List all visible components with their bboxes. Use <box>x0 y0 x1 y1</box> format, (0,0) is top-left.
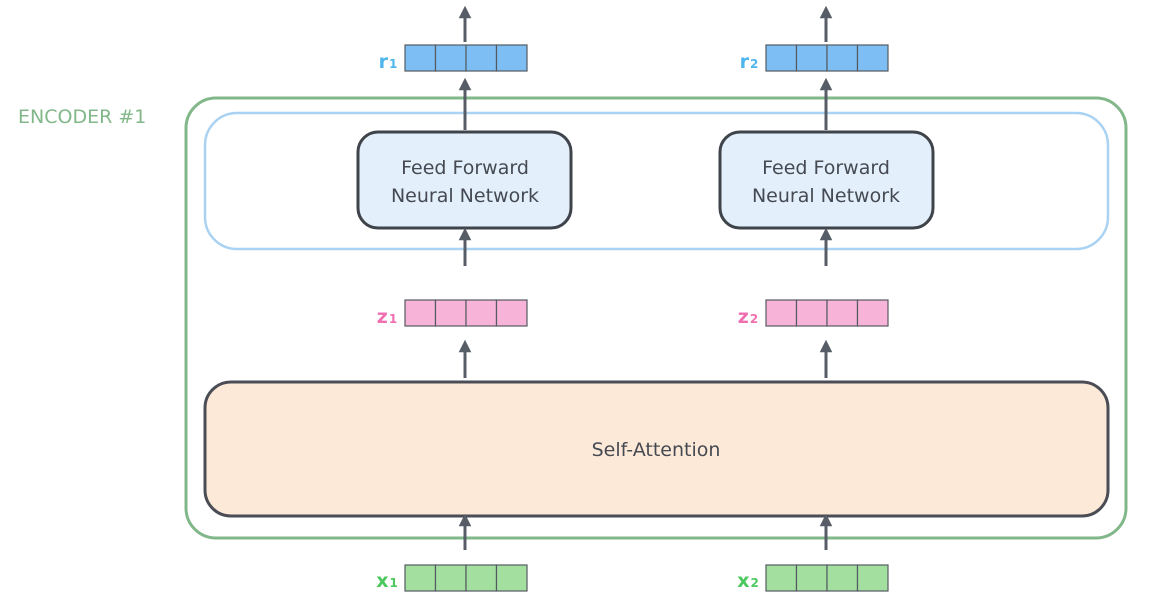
self-attention-label: Self-Attention <box>592 439 721 461</box>
z1-cell-3 <box>465 299 498 327</box>
x2-cell-1 <box>765 564 798 592</box>
ffn-block-1: Feed Forward Neural Network <box>356 130 573 230</box>
ffn-container <box>203 111 1110 251</box>
r1-cell-2 <box>434 44 467 72</box>
r2-label: r2 <box>740 51 759 73</box>
z2-label: z2 <box>738 306 758 328</box>
r2-cell-1 <box>765 44 798 72</box>
vector-r2: r2 <box>740 44 889 73</box>
r1-cell-1 <box>404 44 437 72</box>
x2-cell-2 <box>795 564 828 592</box>
x1-cell-3 <box>465 564 498 592</box>
r2-cell-4 <box>856 44 889 72</box>
x1-cell-4 <box>495 564 528 592</box>
encoder-box <box>184 96 1128 540</box>
x2-label: x2 <box>737 570 759 592</box>
ffn-2-line1: Feed Forward <box>762 157 890 179</box>
r1-label-letter: r <box>379 51 389 73</box>
z1-label-subscript: 1 <box>389 312 397 326</box>
r1-label-subscript: 1 <box>389 57 397 71</box>
ffn-1-line1: Feed Forward <box>401 157 529 179</box>
r2-label-subscript: 2 <box>750 57 758 71</box>
self-attention-box <box>203 380 1110 518</box>
z2-cell-1 <box>765 299 798 327</box>
x2-cell-3 <box>826 564 859 592</box>
x2-label-letter: x <box>737 570 749 592</box>
ffn-box-1 <box>356 130 573 230</box>
ffn-block-2: Feed Forward Neural Network <box>718 130 935 230</box>
r2-label-letter: r <box>740 51 750 73</box>
z2-label-subscript: 2 <box>750 312 758 326</box>
x2-cell-4 <box>856 564 889 592</box>
vector-z2: z2 <box>738 299 889 328</box>
z2-cell-2 <box>795 299 828 327</box>
z1-label: z1 <box>377 306 397 328</box>
ffn-1-line2: Neural Network <box>391 185 539 207</box>
vector-z1: z1 <box>377 299 528 328</box>
ffn-box-2 <box>718 130 935 230</box>
z1-cell-1 <box>404 299 437 327</box>
ffn-2-line2: Neural Network <box>752 185 900 207</box>
x1-label-subscript: 1 <box>389 576 397 590</box>
x1-label: x1 <box>376 570 398 592</box>
r1-cell-4 <box>495 44 528 72</box>
z2-label-letter: z <box>738 306 749 328</box>
z2-cell-3 <box>826 299 859 327</box>
x1-cell-2 <box>434 564 467 592</box>
x2-label-subscript: 2 <box>750 576 758 590</box>
vector-r1: r1 <box>379 44 528 73</box>
vector-x1: x1 <box>376 564 528 592</box>
r1-cell-3 <box>465 44 498 72</box>
x1-label-letter: x <box>376 570 388 592</box>
r2-cell-2 <box>795 44 828 72</box>
z1-cell-2 <box>434 299 467 327</box>
vector-x2: x2 <box>737 564 889 592</box>
encoder-title: ENCODER #1 <box>18 106 146 128</box>
z1-label-letter: z <box>377 306 388 328</box>
z1-cell-4 <box>495 299 528 327</box>
r2-cell-3 <box>826 44 859 72</box>
z2-cell-4 <box>856 299 889 327</box>
r1-label: r1 <box>379 51 398 73</box>
x1-cell-1 <box>404 564 437 592</box>
